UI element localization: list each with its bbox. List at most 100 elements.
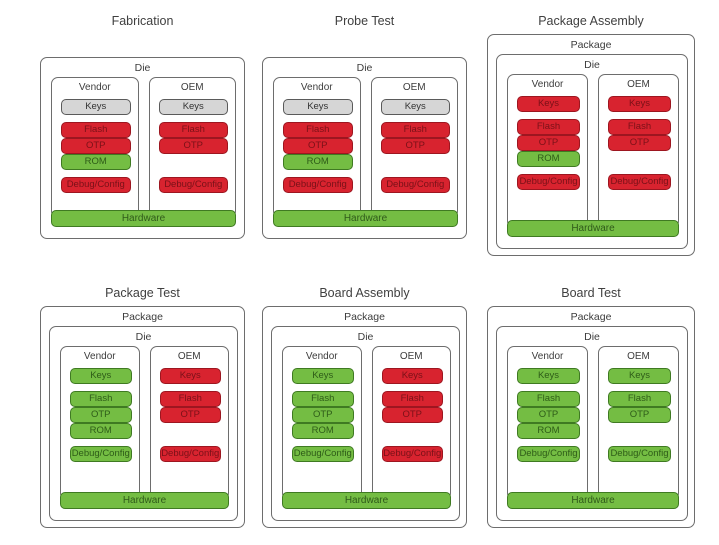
vendor-label: Vendor xyxy=(531,351,564,362)
chip-flash[interactable]: Flash xyxy=(283,122,353,138)
panel-title-package-assembly: Package Assembly xyxy=(538,14,644,28)
chip-keys[interactable]: Keys xyxy=(608,368,671,384)
chip-debug-config[interactable]: Debug/Config xyxy=(283,177,353,193)
package-label: Package xyxy=(122,311,163,323)
die-label: Die xyxy=(584,331,600,343)
chip-debug-config[interactable]: Debug/Config xyxy=(517,174,580,190)
chip-otp[interactable]: OTP xyxy=(517,407,580,423)
chip-hardware[interactable]: Hardware xyxy=(507,492,679,509)
vendor-label: Vendor xyxy=(83,351,116,362)
chip-flash[interactable]: Flash xyxy=(61,122,131,138)
chip-debug-config[interactable]: Debug/Config xyxy=(517,446,580,462)
oem-label: OEM xyxy=(627,351,650,362)
chip-otp[interactable]: OTP xyxy=(158,138,228,154)
chip-otp[interactable]: OTP xyxy=(283,138,353,154)
chip-debug-config[interactable]: Debug/Config xyxy=(61,177,131,193)
chip-keys[interactable]: Keys xyxy=(517,368,580,384)
panel-title-board-test: Board Test xyxy=(561,286,621,300)
chip-otp[interactable]: OTP xyxy=(70,407,132,423)
chip-flash[interactable]: Flash xyxy=(381,391,443,407)
chip-keys[interactable]: Keys xyxy=(70,368,132,384)
panel-title-package-test: Package Test xyxy=(105,286,180,300)
chip-debug-config[interactable]: Debug/Config xyxy=(380,177,450,193)
chip-rom[interactable]: ROM xyxy=(517,151,580,167)
oem-label: OEM xyxy=(177,351,201,362)
die-label: Die xyxy=(584,59,600,71)
chip-keys[interactable]: Keys xyxy=(608,96,671,112)
chip-rom[interactable]: ROM xyxy=(283,154,353,170)
chip-rom[interactable]: ROM xyxy=(61,154,131,170)
oem-label: OEM xyxy=(180,82,204,93)
chip-otp[interactable]: OTP xyxy=(159,407,221,423)
package-label: Package xyxy=(570,39,612,51)
chip-keys[interactable]: Keys xyxy=(380,99,450,115)
chip-rom[interactable]: ROM xyxy=(70,423,132,439)
chip-flash[interactable]: Flash xyxy=(517,119,580,135)
chip-rom[interactable]: ROM xyxy=(517,423,580,439)
chip-flash[interactable]: Flash xyxy=(70,391,132,407)
package-label: Package xyxy=(344,311,385,323)
chip-keys[interactable]: Keys xyxy=(283,99,353,115)
chip-flash[interactable]: Flash xyxy=(159,391,221,407)
chip-keys[interactable]: Keys xyxy=(159,368,221,384)
chip-debug-config[interactable]: Debug/Config xyxy=(608,174,671,190)
chip-otp[interactable]: OTP xyxy=(608,407,671,423)
chip-debug-config[interactable]: Debug/Config xyxy=(158,177,228,193)
chip-flash[interactable]: Flash xyxy=(292,391,354,407)
chip-hardware[interactable]: Hardware xyxy=(51,210,236,227)
chip-otp[interactable]: OTP xyxy=(292,407,354,423)
chip-hardware[interactable]: Hardware xyxy=(507,220,679,237)
vendor-label: Vendor xyxy=(531,79,564,90)
chip-flash[interactable]: Flash xyxy=(517,391,580,407)
chip-otp[interactable]: OTP xyxy=(381,407,443,423)
die-label: Die xyxy=(135,331,152,343)
oem-label: OEM xyxy=(402,82,426,93)
chip-keys[interactable]: Keys xyxy=(292,368,354,384)
chip-flash[interactable]: Flash xyxy=(158,122,228,138)
chip-debug-config[interactable]: Debug/Config xyxy=(292,446,354,462)
chip-otp[interactable]: OTP xyxy=(380,138,450,154)
chip-debug-config[interactable]: Debug/Config xyxy=(70,446,132,462)
panel-title-fabrication: Fabrication xyxy=(111,14,174,28)
chip-debug-config[interactable]: Debug/Config xyxy=(381,446,443,462)
chip-hardware[interactable]: Hardware xyxy=(273,210,458,227)
chip-flash[interactable]: Flash xyxy=(608,391,671,407)
chip-keys[interactable]: Keys xyxy=(381,368,443,384)
die-label: Die xyxy=(356,62,373,74)
chip-debug-config[interactable]: Debug/Config xyxy=(608,446,671,462)
chip-keys[interactable]: Keys xyxy=(158,99,228,115)
chip-keys[interactable]: Keys xyxy=(61,99,131,115)
chip-flash[interactable]: Flash xyxy=(380,122,450,138)
chip-flash[interactable]: Flash xyxy=(608,119,671,135)
chip-hardware[interactable]: Hardware xyxy=(60,492,229,509)
chip-otp[interactable]: OTP xyxy=(517,135,580,151)
chip-keys[interactable]: Keys xyxy=(517,96,580,112)
chip-otp[interactable]: OTP xyxy=(61,138,131,154)
die-label: Die xyxy=(134,62,151,74)
panel-title-board-assembly: Board Assembly xyxy=(319,286,410,300)
chip-hardware[interactable]: Hardware xyxy=(282,492,451,509)
chip-debug-config[interactable]: Debug/Config xyxy=(159,446,221,462)
chip-rom[interactable]: ROM xyxy=(292,423,354,439)
chip-otp[interactable]: OTP xyxy=(608,135,671,151)
